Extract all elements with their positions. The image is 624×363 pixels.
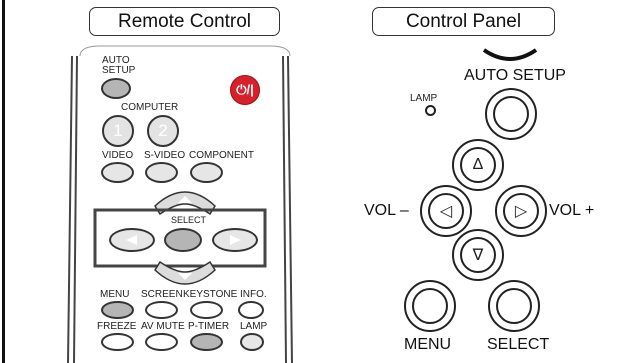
remote-control-header: Remote Control: [89, 7, 280, 36]
screen-button[interactable]: [145, 301, 178, 319]
component-button[interactable]: [190, 162, 223, 183]
select-cluster: [93, 191, 267, 285]
right-button[interactable]: [212, 228, 258, 252]
control-panel-header: Control Panel: [372, 7, 555, 36]
vol-plus-label: VOL +: [549, 202, 595, 219]
info-button[interactable]: [238, 301, 264, 319]
down-icon: ∇: [460, 237, 496, 273]
left-icon: ◁: [428, 193, 464, 229]
lamp-remote-label: LAMP: [240, 321, 268, 332]
power-button[interactable]: ⏻/|: [230, 75, 260, 105]
freeze-label: FREEZE: [97, 321, 137, 332]
power-icon: ⏻/|: [236, 82, 254, 97]
select-button[interactable]: [164, 228, 202, 252]
video-button[interactable]: [101, 162, 134, 183]
panel-auto-setup-button[interactable]: [485, 88, 537, 140]
menu-button[interactable]: [101, 301, 134, 319]
vol-minus-label: VOL –: [364, 202, 409, 219]
remote-body: [67, 45, 293, 363]
arrow-left-icon: [126, 235, 137, 245]
panel-left-button[interactable]: ◁: [420, 185, 472, 237]
menu-panel-label: MENU: [404, 336, 452, 353]
select-panel-label: SELECT: [487, 336, 550, 353]
menu-label: MENU: [100, 289, 130, 300]
lamp-label: LAMP: [410, 93, 438, 104]
info-label: INFO.: [240, 289, 267, 300]
panel-up-button[interactable]: Δ: [452, 139, 504, 191]
lamp-remote-button[interactable]: [240, 333, 264, 351]
avmute-label: AV MUTE: [141, 321, 185, 332]
component-label: COMPONENT: [189, 150, 254, 161]
select-label: SELECT: [171, 215, 207, 225]
panel-down-button[interactable]: ∇: [452, 229, 504, 281]
freeze-button[interactable]: [101, 333, 134, 351]
keystone-button[interactable]: [190, 301, 223, 319]
lamp-indicator: [425, 105, 436, 116]
svideo-label: S-VIDEO: [144, 150, 186, 161]
arrow-right-icon: [230, 235, 241, 245]
video-label: VIDEO: [102, 150, 134, 161]
avmute-button[interactable]: [145, 333, 178, 351]
panel-select-button[interactable]: [488, 280, 540, 332]
page-border: [2, 0, 5, 363]
panel-right-button[interactable]: ▷: [495, 185, 547, 237]
panel-menu-button[interactable]: [404, 280, 456, 332]
setup-label: SETUP: [102, 65, 136, 76]
left-button[interactable]: [109, 228, 155, 252]
auto-setup-label: AUTO SETUP: [464, 67, 566, 84]
up-icon: Δ: [460, 147, 496, 183]
auto-label: AUTO: [102, 55, 130, 66]
computer-label: COMPUTER: [121, 102, 179, 113]
ptimer-label: P-TIMER: [188, 321, 230, 332]
panel-top-arc: [482, 48, 538, 61]
computer-1-button[interactable]: 1: [102, 115, 134, 147]
computer-2-button[interactable]: 2: [147, 115, 179, 147]
keystone-label: KEYSTONE: [183, 289, 238, 300]
ptimer-button[interactable]: [190, 333, 223, 351]
screen-label: SCREEN: [141, 289, 183, 300]
svideo-button[interactable]: [145, 162, 178, 183]
auto-setup-button[interactable]: [101, 78, 131, 99]
right-icon: ▷: [503, 193, 539, 229]
